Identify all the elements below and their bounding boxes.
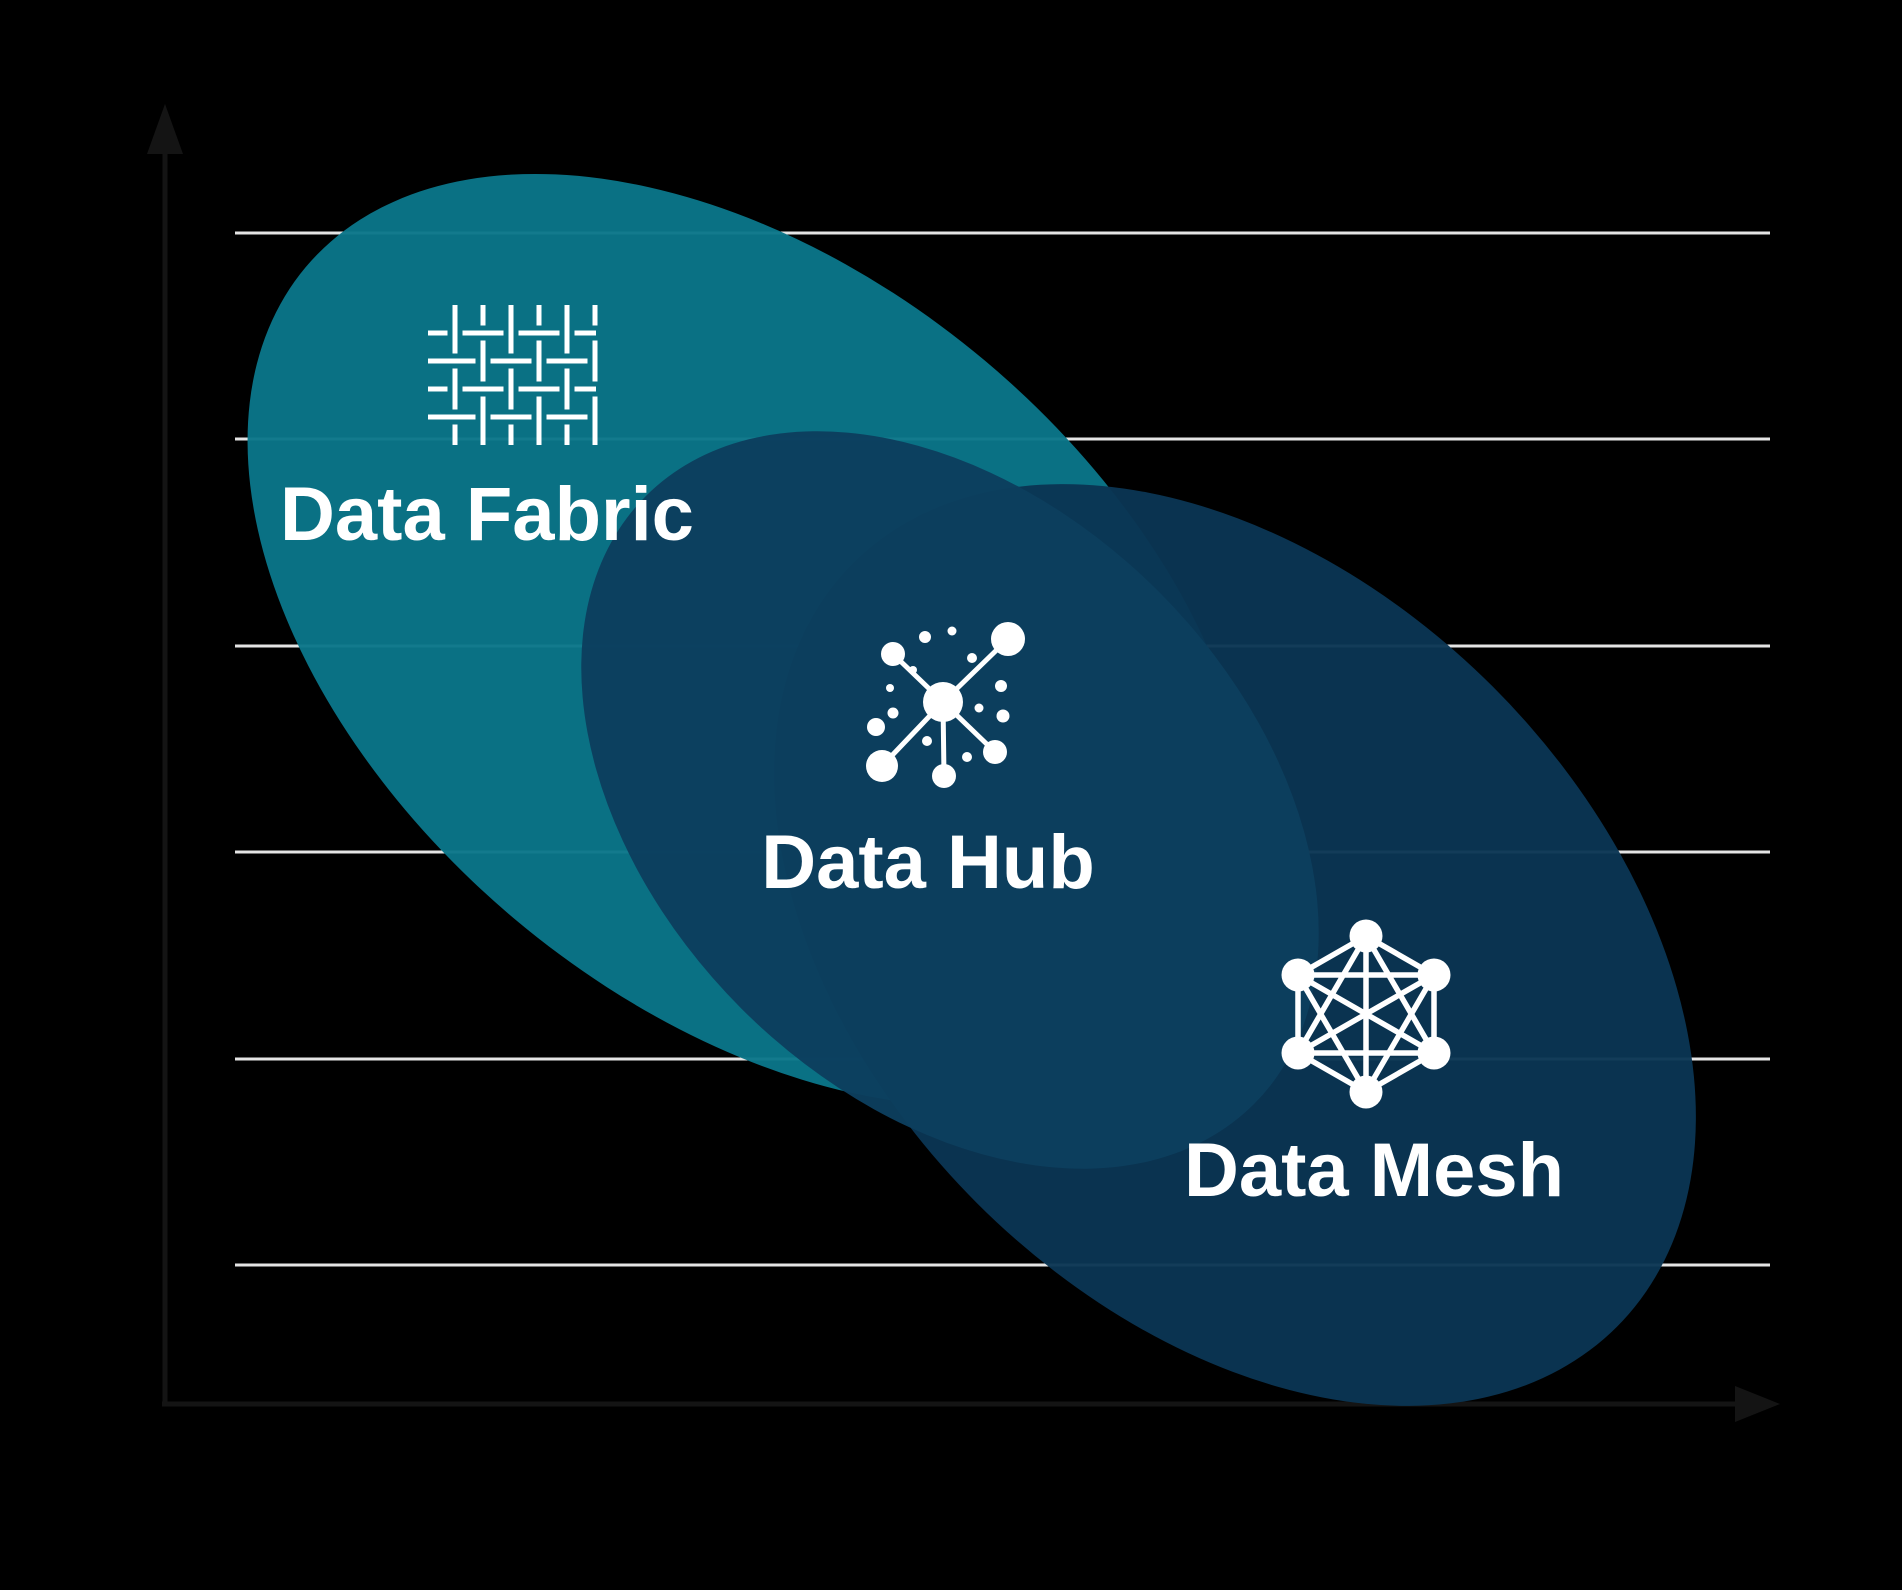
- hub-nodes: [866, 622, 1025, 788]
- weave-horizontal-threads: [428, 330, 596, 420]
- weave-vertical-threads: [452, 305, 598, 445]
- mesh-nodes: [1281, 919, 1451, 1109]
- data-hub-ellipse: [581, 431, 1319, 1169]
- data-fabric-label: Data Fabric: [280, 472, 694, 557]
- mesh-network-icon: [1281, 919, 1451, 1109]
- hub-spokes: [880, 637, 1010, 777]
- data-mesh-label: Data Mesh: [1184, 1128, 1564, 1213]
- y-axis-arrowhead-icon: [147, 104, 183, 154]
- data-hub-label: Data Hub: [761, 820, 1095, 905]
- x-axis-arrowhead-icon: [1735, 1386, 1780, 1422]
- hub-network-icon: [866, 622, 1025, 788]
- axes: [147, 104, 1780, 1422]
- weave-icon: [428, 305, 598, 445]
